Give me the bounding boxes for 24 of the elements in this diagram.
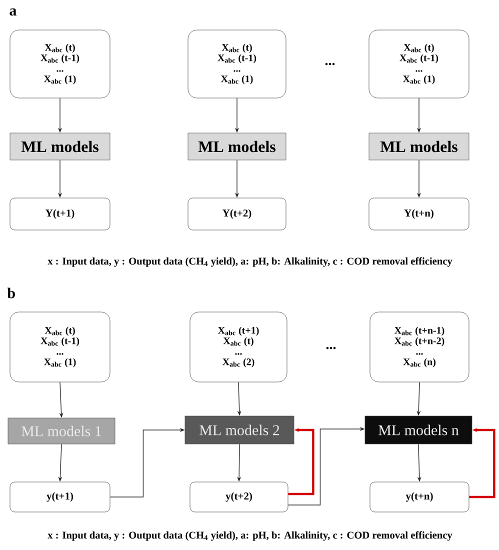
output-box: Y(t+2)	[188, 198, 286, 230]
model-box: ML models	[188, 132, 286, 160]
input-box: X$_{abc}$ (t) X$_{abc}$ (t-1) ... X$_{abc}$ (1)	[10, 312, 110, 382]
input-box: X$_{abc}$ (t+1) X$_{abc}$ (t) ... X$_{abc}$ (2)	[190, 312, 288, 382]
output-box: Y(t+n)	[368, 198, 470, 230]
input-box: X$_{abc}$ (t) X$_{abc}$ (t-1) ... X$_{abc}$ (1)	[368, 30, 470, 98]
output-box: y(t+n)	[370, 482, 470, 512]
output-box: y(t+2)	[190, 482, 288, 512]
ellipsis: ...	[325, 62, 335, 66]
panel-letter: a	[10, 8, 16, 16]
model-box: ML models	[10, 132, 110, 160]
output-box: y(t+1)	[10, 482, 110, 512]
ellipsis: ...	[326, 346, 336, 350]
model-box: ML models	[368, 132, 470, 160]
model-box: ML models 1	[8, 418, 116, 444]
input-box: X$_{abc}$ (t) X$_{abc}$ (t-1) ... X$_{abc}$ (1)	[188, 30, 286, 98]
output-box: Y(t+1)	[10, 198, 110, 230]
caption: x : Input data, y : Output data (CH$_{4}$ yield), a: pH, b: Alkalinity, c : COD removal efficiency	[48, 257, 452, 267]
input-box: X$_{abc}$ (t) X$_{abc}$ (t-1) ... X$_{abc}$ (1)	[10, 30, 110, 98]
panel-letter: b	[7, 288, 15, 298]
model-box: ML models 2	[184, 416, 294, 444]
caption: x : Input data, y : Output data (CH$_{4}$ yield), a: pH, b: Alkalinity, c : COD removal efficiency	[48, 531, 452, 541]
model-box: ML models n	[364, 416, 472, 444]
input-box: X$_{abc}$ (t+n-1) X$_{abc}$ (t+n-2) ... X$_{abc}$ (n)	[370, 312, 470, 382]
